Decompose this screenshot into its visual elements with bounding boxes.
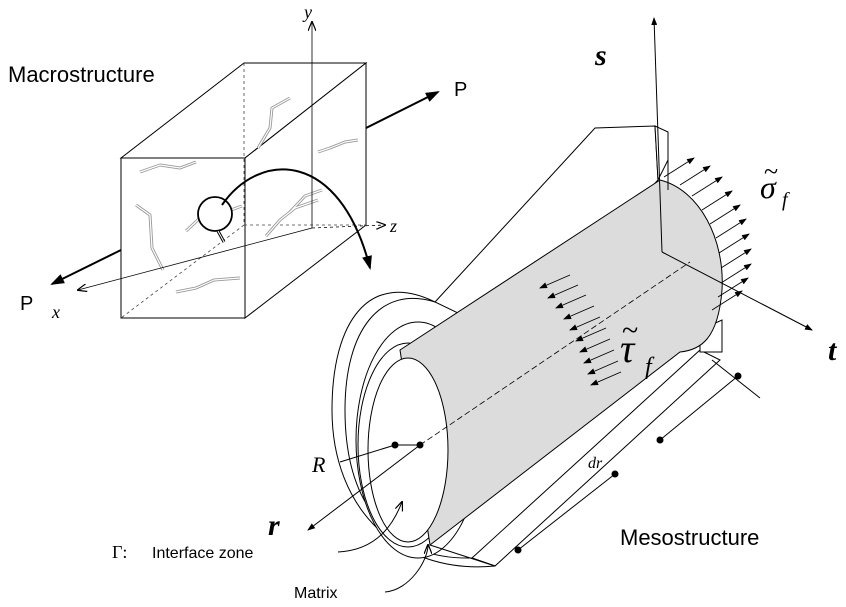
matrix-edges — [429, 160, 669, 567]
load-p-top: P — [454, 79, 467, 101]
fiber-axis — [419, 261, 691, 446]
zoom-curve — [221, 168, 372, 270]
radius-marker — [339, 441, 424, 463]
sigma-arrows — [663, 157, 752, 311]
macrostructure-label: Macrostructure — [8, 62, 155, 87]
axis-t-label: t — [828, 334, 838, 367]
axis-s-label: s — [594, 39, 607, 72]
macro-axes — [78, 22, 385, 290]
tau-arrows — [539, 274, 622, 386]
tau-subscript: f — [645, 354, 655, 380]
dr-dimension — [514, 359, 761, 554]
tau-symbol: τ — [620, 326, 636, 371]
load-p-left: P — [20, 293, 33, 315]
axis-z-label: z — [389, 216, 397, 236]
sigma-subscript: f — [782, 189, 790, 211]
tau-tilde: ~ — [622, 314, 638, 347]
sigma-symbol: σ — [760, 169, 777, 205]
axis-x-label: x — [51, 302, 60, 322]
matrix-label: Matrix — [294, 585, 338, 602]
leader-lines — [337, 502, 428, 593]
sigma-tilde: ~ — [764, 157, 778, 186]
mesostructure-label: Mesostructure — [620, 525, 759, 550]
gamma-label: Γ: — [112, 542, 127, 562]
fiber-cylinder — [367, 179, 723, 546]
magnifier-icon — [197, 196, 233, 243]
axis-r-label: r — [268, 509, 280, 542]
radius-label: R — [311, 452, 326, 477]
interface-zone-label: Interface zone — [152, 545, 254, 562]
axis-y-label: y — [302, 2, 312, 22]
dr-label: dr — [588, 455, 603, 472]
macro-fibers-inner — [135, 97, 359, 293]
load-arrows — [50, 91, 440, 285]
